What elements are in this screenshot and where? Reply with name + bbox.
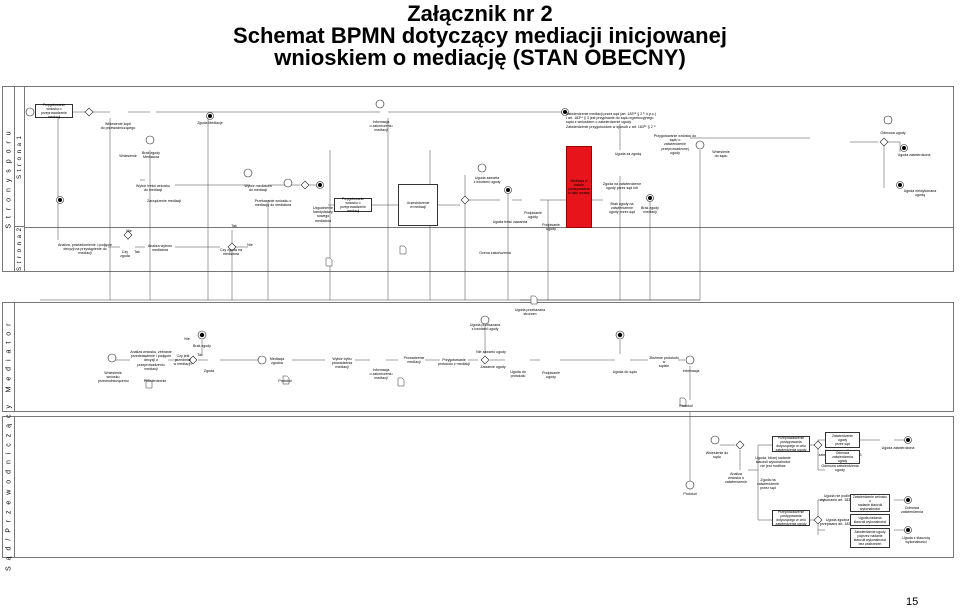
label-consent-mediation: Zgoda Mediacje [197, 121, 223, 125]
task-joint-meeting: Uczestniczenie w mediacji [398, 184, 438, 226]
label-analysis-mediator: Analiza wyboru mediatora [147, 244, 173, 253]
label-consent-question: Czy zgoda [120, 250, 130, 259]
label-agreement-accepted: Ugoda do sądu [612, 370, 638, 374]
label-signing: Podpisanie ugody [524, 211, 542, 220]
label-info-party: Informacja [682, 369, 700, 373]
label-mediator-confirm: Potwierdzenie [143, 379, 167, 383]
label-prepare-docs: Uzgodnienie kandydatury nowego mediatora [313, 206, 333, 223]
label-agreement-enforce: Ugoda, której nadanie klauzuli wykonalno… [755, 456, 791, 469]
pool-mediator: M e d i a t o r [2, 302, 954, 412]
lane-party-2-label: S t r o n a 2 [15, 227, 25, 271]
label-no-consent: Brak zgody mediacji [641, 206, 659, 215]
label-final-result: Ugoda niewykonana ugodą [903, 189, 937, 198]
label-tak: Tak [134, 250, 140, 254]
label-mediator-choice: Brak zgody Mediatora [142, 151, 160, 160]
label-consent-flag: Tak [231, 224, 237, 228]
label-no-flag: Nie [126, 229, 132, 233]
label-mediator-pref: Przekazanie wniosku o mediację do mediat… [254, 199, 292, 208]
label-mediator-consent-q: Czy jest przedmiot w mediacji? [173, 354, 193, 367]
label-consent-agreement: Zgoda na zatwierdzenie ugody przez sąd l… [602, 182, 642, 191]
label-info-mediation: Informacja o zakończeniu mediacji [369, 120, 393, 133]
label-send-to-court: Wniesienie do sądu [705, 451, 729, 460]
task-prepare-request: Przygotowanie wniosku o przeprowadzenie … [35, 103, 73, 119]
label-court-approved: Ugoda zatwierdzona [881, 446, 915, 450]
label-agreement-protocol: Ugoda do protokołu [510, 370, 526, 379]
label-refuse-approve: Odmowa zatwierdzenia ugody [821, 464, 859, 473]
label-signing-2: Podpisanie ugody [542, 223, 560, 232]
lane-divider [25, 227, 953, 228]
label-agreement-sent: Ugoda przekazana stronom [514, 308, 546, 317]
diagram-title-line2: Schemat BPMN dotyczący mediacji inicjowa… [233, 23, 727, 48]
pool-mediator-label: M e d i a t o r [3, 303, 15, 411]
label-selected-mediation: Zarządzenie mediacji [147, 199, 181, 203]
label-mediator-analysis: Analiza wniosku, zebranie przedstawienie… [130, 350, 172, 371]
task-prep-proc: Przeprowadzenie postępowania dotyczącego… [772, 510, 810, 526]
pool-court-label: S ą d / P r z e w o d n i c z ą c y [3, 403, 15, 571]
diagram-title-line3: wnioskiem o mediację (STAN OBECNY) [274, 45, 686, 70]
label-mediation-plan: Wybór trybu prowadzenia mediacji [331, 357, 353, 370]
diagram-title-line1: Załącznik nr 2 [407, 1, 553, 26]
pool-parties-label: S t r o n y s p o r u [3, 87, 15, 271]
label-court-analysis: Analiza wniosku o zatwierdzenie [725, 472, 747, 485]
lane-party-1-label: S t r o n a 1 [15, 87, 25, 227]
task-approval-court: Zatwierdzenie ugody przez sąd [825, 432, 860, 448]
label-agreement-content: Ugoda treść zawarcia [492, 220, 528, 224]
label-send-copy: Wniesienie kopii do przewodniczącego [100, 122, 136, 131]
task-refusal-final: Odmowa zatwierdzenia ugody [825, 450, 860, 464]
label-prepare-protocol: Przygotowanie protokołu z mediacji [438, 358, 470, 367]
label-mediation-info-end: Informacja o zakończeniu mediacji [369, 368, 393, 381]
label-process-mediation: Prowadzenie mediacji [403, 356, 425, 365]
label-mediator-tak: Tak [197, 353, 203, 357]
label-court-consent: Zgoda na zatwierdzenie przez sąd [757, 478, 779, 491]
label-analysis-decision: Analiza, powiadomienie i podjęcie decyzj… [58, 243, 112, 256]
label-no-agreement-mediator: Nie zawarto ugody [476, 350, 506, 354]
label-agreement-mediator: Zawarcie ugody [480, 365, 506, 369]
task-clause-result: Zatwierdzenie ugody poprzez nadanie klau… [850, 528, 890, 548]
label-refusal: Odmowa ugody [880, 131, 906, 135]
label-approval: Ugoda zatwierdzona [897, 153, 931, 157]
note-legal: Zatwierdzenie mediacji przez sąd (art. 1… [566, 112, 657, 129]
label-no-agreement: Brak zgody na zatwierdzenie ugody przez … [608, 202, 636, 215]
task-red-mediation: Mediacja w trakcie postępowania w toku s… [566, 146, 592, 228]
label-prepare-court-request: Przygotowanie wniosku do sądu o zatwierd… [653, 134, 697, 155]
task-clause: Ugoda nadania klauzuli wykonalności [850, 514, 890, 526]
label-court-protocol: Protokół [683, 492, 697, 496]
label-mediation-conf: Mediacja zgodna [269, 357, 285, 366]
label-send-parties: Wniesienie wniosku przewodniczącemu [98, 371, 129, 384]
label-request-ack: Wniesienie do sądu [712, 150, 730, 159]
label-send-action: Wniesienie [119, 154, 137, 158]
label-agreement-proc: Ugoda zawarta z kwotami ugody [473, 176, 501, 185]
page-number: 15 [906, 596, 919, 608]
label-agreement-docs: Ugoda przekazana z kwotami ugody [469, 323, 501, 332]
label-mediator-signing: Podpisanie ugody [542, 371, 560, 380]
label-agreement-signed: Ugoda za zgodą [614, 152, 642, 156]
label-mediator-consent: Zgoda [203, 369, 215, 373]
pool-parties: S t r o n y s p o r u S t r o n a 1 S t … [2, 86, 954, 272]
pool-court: S ą d / P r z e w o d n i c z ą c y [2, 403, 954, 571]
label-no-consent-mediator: Brak zgody [193, 344, 211, 348]
task-prepare-mediator-request: Przygotowanie wniosku o przeprowadzenie … [334, 197, 372, 213]
label-choose-request: Wybór treści wniosku do mediacji [136, 184, 170, 193]
label-protocol-2: Protokół [679, 404, 693, 408]
label-consent-question-2: Czy zgoda na mediatora [220, 248, 242, 257]
label-send-court: Złożenie protokołu w sądzie [649, 356, 679, 369]
label-choose-mediator: Wybór mediatora do mediacji [244, 184, 272, 193]
label-court-approved-final: Ugoda z klauzulą wykonalności [902, 536, 930, 545]
label-end-mediation: Ocena zakończenia [479, 251, 511, 255]
label-nie: Nie [247, 243, 253, 247]
label-protocol: Protokół [278, 379, 292, 383]
task-approval-clause: Zatwierdzenie wniosku o nadanie klauzuli… [850, 494, 890, 512]
label-court-refusal: Odmowa zatwierdzenia [901, 506, 923, 515]
label-nie-mediator: Nie [184, 337, 190, 341]
task-approval-proc: Przeprowadzenie postępowania dotyczącego… [772, 436, 810, 452]
